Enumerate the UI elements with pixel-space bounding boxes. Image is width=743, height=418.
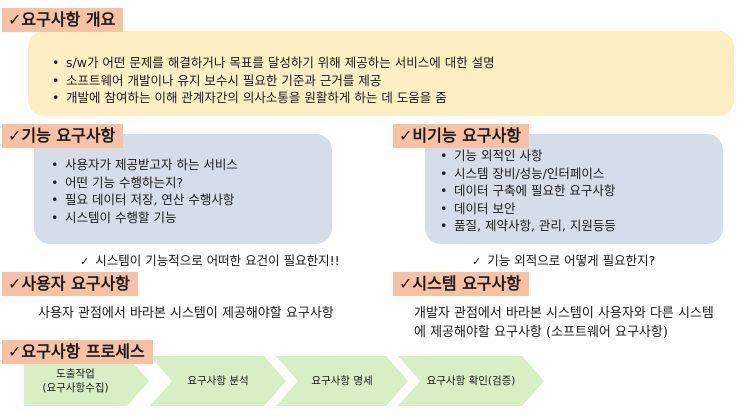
system-requirements-heading: ✓시스템 요구사항 xyxy=(393,272,530,296)
process-step-label: 요구사항 확인(검증) xyxy=(426,375,516,387)
list-item: 개발에 참여하는 이해 관계자간의 의사소통을 원활하게 하는 데 도움을 줌 xyxy=(50,89,495,107)
check-icon: ✓ xyxy=(472,255,482,268)
process-step-sublabel: (요구사항수집) xyxy=(42,382,109,394)
list-item: 데이터 보안 xyxy=(438,200,616,218)
overview-bullet-list: s/w가 어떤 문제를 해결하거나 목표를 달성하기 위해 제공하는 서비스에 … xyxy=(50,54,495,107)
list-item: 필요 데이터 저장, 연산 수행사항 xyxy=(49,191,238,209)
overview-heading: ✓요구사항 개요 xyxy=(2,8,124,32)
process-step-label: 요구사항 분석 xyxy=(187,375,249,387)
list-item: 데이터 구축에 필요한 요구사항 xyxy=(438,182,616,200)
functional-bullet-list: 사용자가 제공받고자 하는 서비스 어떤 기능 수행하는지? 필요 데이터 저장… xyxy=(49,156,238,226)
check-icon: ✓ xyxy=(80,255,90,268)
list-item: 시스템 장비/성능/인터페이스 xyxy=(438,165,616,183)
process-step-label: 도출작업 xyxy=(56,368,95,380)
nonfunctional-heading: ✓비기능 요구사항 xyxy=(393,124,530,148)
nonfunctional-note: ✓ 기능 외적으로 어떻게 필요한지? xyxy=(472,250,655,269)
list-item: 시스템이 수행할 기능 xyxy=(49,209,238,227)
nonfunctional-bullet-list: 기능 외적인 사항 시스템 장비/성능/인터페이스 데이터 구축에 필요한 요구… xyxy=(438,147,616,235)
process-heading: ✓요구사항 프로세스 xyxy=(2,340,153,364)
list-item: s/w가 어떤 문제를 해결하거나 목표를 달성하기 위해 제공하는 서비스에 … xyxy=(50,54,495,72)
list-item: 소프트웨어 개발이나 유지 보수시 필요한 기준과 근거를 제공 xyxy=(50,72,495,90)
functional-note: ✓ 시스템이 기능적으로 어떠한 요건이 필요한지!! xyxy=(80,250,340,269)
list-item: 어떤 기능 수행하는지? xyxy=(49,174,238,192)
user-requirements-text: 사용자 관점에서 바라본 시스템이 제공해야할 요구사항 xyxy=(38,306,334,321)
list-item: 사용자가 제공받고자 하는 서비스 xyxy=(49,156,238,174)
user-requirements-heading: ✓사용자 요구사항 xyxy=(2,272,139,296)
functional-heading: ✓기능 요구사항 xyxy=(2,124,124,148)
process-step-specification: 요구사항 명세 xyxy=(276,356,408,406)
list-item: 품질, 제약사항, 관리, 지원등등 xyxy=(438,217,616,235)
process-step-validation: 요구사항 확인(검증) xyxy=(398,356,544,406)
list-item: 기능 외적인 사항 xyxy=(438,147,616,165)
process-step-label: 요구사항 명세 xyxy=(311,375,373,387)
nonfunctional-note-text: 기능 외적으로 어떻게 필요한지? xyxy=(487,253,656,268)
functional-note-text: 시스템이 기능적으로 어떠한 요건이 필요한지!! xyxy=(95,253,340,268)
system-requirements-line-2: 에 제공해야할 요구사항 (소프트웨어 요구사항) xyxy=(414,325,668,340)
process-step-gathering: 도출작업 (요구사항수집) xyxy=(24,356,149,406)
process-flow: 도출작업 (요구사항수집) 요구사항 분석 요구사항 명세 요구사항 확인(검증… xyxy=(24,356,564,406)
process-step-analysis: 요구사항 분석 xyxy=(150,356,286,406)
system-requirements-line-1: 개발자 관점에서 바라본 시스템이 사용자와 다른 시스템 xyxy=(414,306,714,321)
